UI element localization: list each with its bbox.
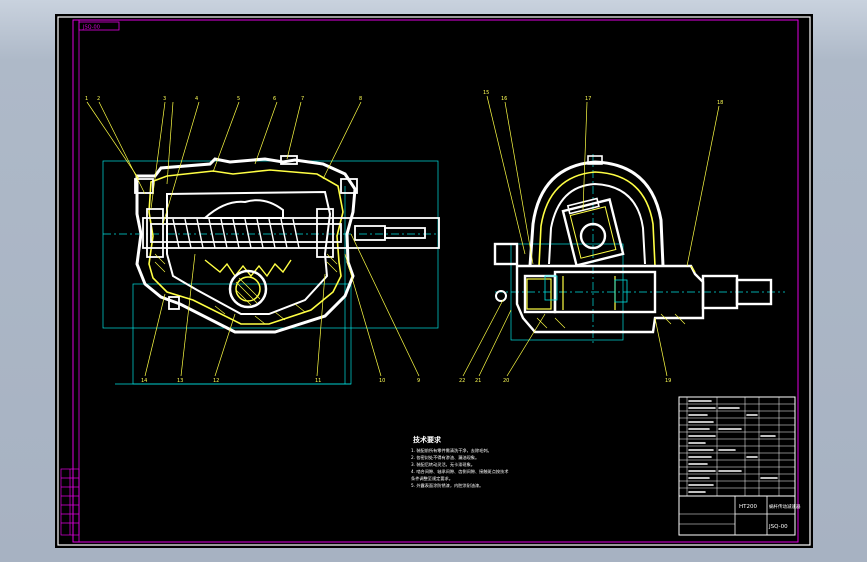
tech-req-line: 5. 外露表面涂防锈漆，内腔涂耐油漆。 bbox=[411, 482, 483, 489]
svg-text:3: 3 bbox=[163, 96, 166, 102]
svg-text:20: 20 bbox=[503, 378, 509, 384]
tech-req-line: 2. 各密封处不得有渗油、漏油现象。 bbox=[411, 454, 479, 461]
svg-text:7: 7 bbox=[301, 96, 304, 102]
tech-req-title: 技术要求 bbox=[413, 435, 442, 444]
svg-text:22: 22 bbox=[459, 378, 465, 384]
svg-text:2: 2 bbox=[97, 96, 100, 102]
tech-req-line: 1. 装配前所有零件需清洗干净，去除毛刺。 bbox=[411, 447, 492, 454]
svg-text:11: 11 bbox=[315, 378, 321, 384]
svg-text:19: 19 bbox=[665, 378, 671, 384]
tech-req-line: 3. 装配后转动灵活，无卡滞现象。 bbox=[411, 461, 475, 468]
svg-text:21: 21 bbox=[475, 378, 481, 384]
svg-text:13: 13 bbox=[177, 378, 183, 384]
cad-drawing: JSQ-00 bbox=[57, 16, 811, 546]
title-block-drawing-no: JSQ-00 bbox=[768, 524, 788, 530]
svg-text:4: 4 bbox=[195, 96, 198, 102]
svg-text:8: 8 bbox=[359, 96, 362, 102]
tech-req-line: 4. 啮合间隙、轴承间隙、齿侧间隙、接触斑点按技术 bbox=[411, 468, 509, 475]
svg-text:18: 18 bbox=[717, 100, 723, 106]
side-section-view: 15 16 17 18 22 21 20 19 bbox=[459, 90, 785, 384]
title-block-name: 蜗杆传动减速器 bbox=[769, 503, 801, 510]
title-block-material: HT200 bbox=[739, 504, 757, 510]
svg-text:16: 16 bbox=[501, 96, 507, 102]
svg-text:12: 12 bbox=[213, 378, 219, 384]
svg-text:5: 5 bbox=[237, 96, 240, 102]
svg-text:JSQ-00: JSQ-00 bbox=[82, 25, 100, 31]
svg-text:6: 6 bbox=[273, 96, 276, 102]
svg-text:1: 1 bbox=[85, 96, 88, 102]
drawing-sheet: JSQ-00 bbox=[55, 14, 813, 548]
title-block bbox=[678, 396, 796, 536]
svg-text:14: 14 bbox=[141, 378, 147, 384]
technical-requirements: 技术要求 1. 装配前所有零件需清洗干净，去除毛刺。 2. 各密封处不得有渗油、… bbox=[411, 435, 509, 489]
svg-text:17: 17 bbox=[585, 96, 591, 102]
tech-req-line: 条件调整至规定要求。 bbox=[411, 475, 453, 482]
svg-text:10: 10 bbox=[379, 378, 385, 384]
svg-text:15: 15 bbox=[483, 90, 489, 96]
svg-text:9: 9 bbox=[417, 378, 420, 384]
